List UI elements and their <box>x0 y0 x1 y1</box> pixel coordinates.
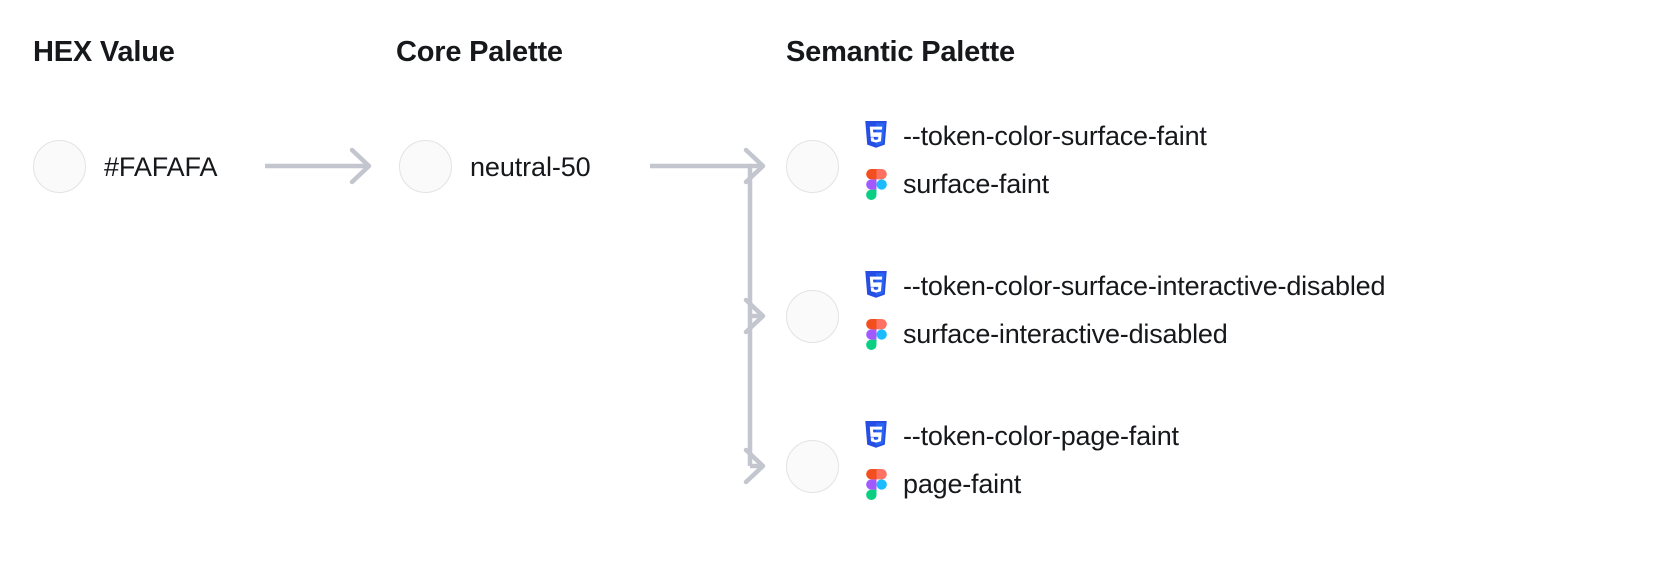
figma-token-text: surface-interactive-disabled <box>903 318 1228 349</box>
column-heading-hex-value: HEX Value <box>33 36 175 68</box>
css-token-line: --token-color-surface-interactive-disabl… <box>862 262 1662 310</box>
swatch-semantic-1 <box>786 290 839 343</box>
column-heading-semantic-palette: Semantic Palette <box>786 36 1015 68</box>
core-palette-label: neutral-50 <box>470 152 591 182</box>
figma-token-line: surface-faint <box>862 160 1662 208</box>
semantic-token-row: --token-color-page-faint page-faint <box>862 412 1662 508</box>
swatch-core-palette <box>399 140 452 193</box>
semantic-token-row: --token-color-surface-faint surface-fain… <box>862 112 1662 208</box>
column-heading-core-palette: Core Palette <box>396 36 563 68</box>
css3-icon <box>862 120 890 152</box>
css-token-text: --token-color-surface-faint <box>903 120 1207 151</box>
semantic-token-row: --token-color-surface-interactive-disabl… <box>862 262 1662 358</box>
css-token-line: --token-color-page-faint <box>862 412 1662 460</box>
swatch-semantic-2 <box>786 440 839 493</box>
figma-token-text: surface-faint <box>903 168 1049 199</box>
css-token-text: --token-color-page-faint <box>903 420 1179 451</box>
css3-icon <box>862 270 890 302</box>
figma-icon <box>862 318 890 350</box>
figma-token-line: surface-interactive-disabled <box>862 310 1662 358</box>
css-token-text: --token-color-surface-interactive-disabl… <box>903 270 1386 301</box>
swatch-hex-value <box>33 140 86 193</box>
hex-value-label: #FAFAFA <box>104 152 218 182</box>
figma-icon <box>862 468 890 500</box>
css-token-line: --token-color-surface-faint <box>862 112 1662 160</box>
css3-icon <box>862 420 890 452</box>
figma-icon <box>862 168 890 200</box>
figma-token-text: page-faint <box>903 468 1022 499</box>
figma-token-line: page-faint <box>862 460 1662 508</box>
swatch-semantic-0 <box>786 140 839 193</box>
